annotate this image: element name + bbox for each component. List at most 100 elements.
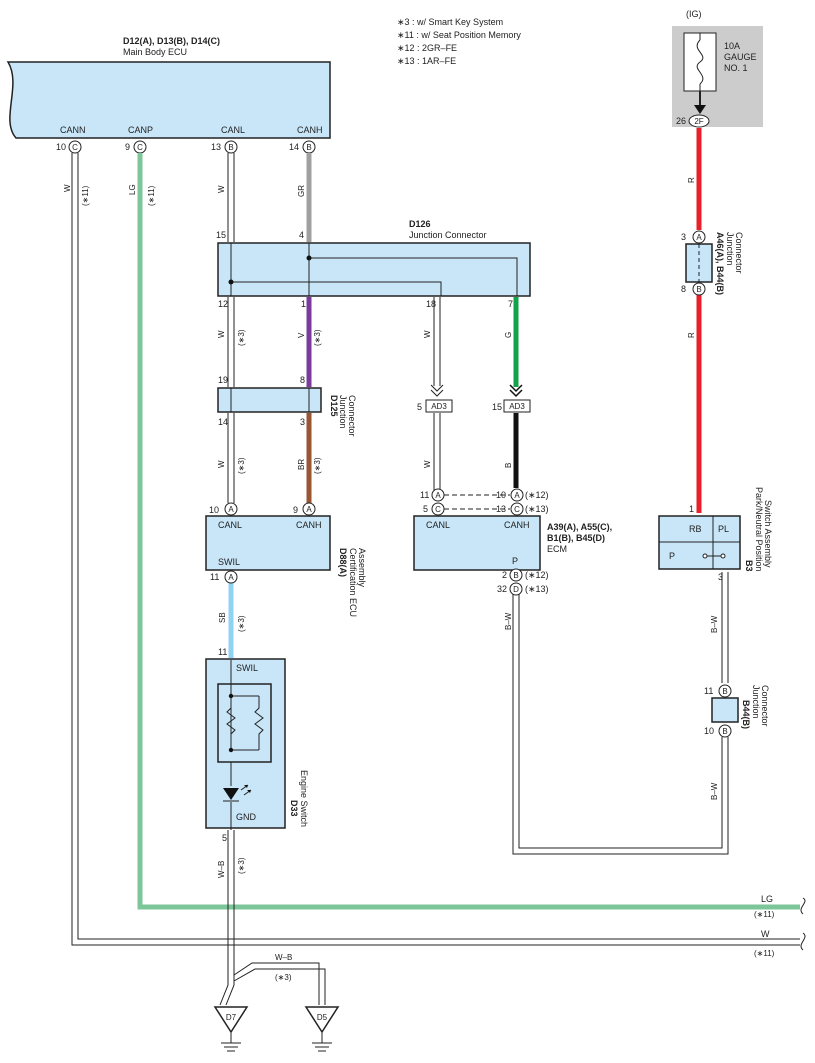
svg-text:D33: D33 [289,800,299,817]
lbl-b: B [504,463,513,468]
d33-pin-5: 5 [222,833,227,843]
lbl-bw-ecm: B–W [504,612,513,630]
d126-internal-lines [230,243,518,296]
d88-swil: SWIL [218,557,240,567]
svg-text:(∗12): (∗12) [525,570,549,580]
svg-text:W: W [217,330,226,338]
lbl-gr: GR [297,185,306,197]
svg-text:11: 11 [420,490,429,500]
svg-text:R: R [687,177,696,183]
ecm-name: ECM [547,544,567,554]
main-ecu-pin-canl: 13 B [211,140,238,154]
main-ecu-canL-label: CANL [221,125,245,135]
d125-internal-lines [230,388,310,412]
d33-pin-11: 11 [218,647,227,657]
wire-w-canl [227,153,235,242]
lbl-n11-canp: (∗11) [147,185,156,206]
svg-text:(∗3): (∗3) [237,329,246,346]
lbl-w-canl: W [217,185,226,193]
lbl-wb-d33: W–B [217,861,226,878]
svg-text:C: C [137,143,143,152]
svg-text:3: 3 [681,232,686,242]
wire-bw-loop [512,592,729,855]
d125-pin-14: 14 [218,417,228,427]
note-smart-key: ∗3 : w/ Smart Key System [397,17,503,27]
d88-pin-swil: 11 A [210,570,238,584]
d126-pin-15: 15 [216,230,226,240]
svg-text:B: B [504,463,513,468]
svg-text:11: 11 [704,686,713,696]
ad3-left: 5 AD3 [417,384,453,413]
svg-text:10: 10 [704,726,714,736]
svg-text:W: W [217,460,226,468]
d33-name: Engine Switch [299,770,309,827]
ecm-p: P [512,556,518,566]
b3-switch-icon [702,553,726,559]
svg-text:AD3: AD3 [431,402,447,411]
fuse-rating: 10A [724,41,740,51]
main-ecu-pin-cann: 10 C [56,140,82,154]
wire-lg-canp [137,153,800,910]
d125-pin-8: 8 [300,375,305,385]
d33-box [205,658,286,829]
svg-text:B: B [513,571,518,580]
b3-pin-1: 1 [689,504,694,514]
wire-w-d126-d125 [227,297,235,387]
d126-pin-7: 7 [508,299,513,309]
lbl-w-d125: W [217,460,226,468]
lbl-n11-w-right: (∗11) [754,949,775,958]
svg-text:(∗3): (∗3) [237,457,246,474]
svg-text:Engine Switch: Engine Switch [299,770,309,827]
svg-text:D88(A): D88(A) [338,548,348,577]
lbl-n3-a: (∗3) [237,329,246,346]
svg-text:15: 15 [492,402,502,412]
d125-name-1: Junction [338,395,348,429]
lbl-n3-c: (∗3) [237,457,246,474]
lbl-w-cann: W [63,184,72,192]
d33-swil: SWIL [236,663,258,673]
main-ecu-pin-canp: 9 C [125,140,147,154]
d126-code: D126 [409,219,431,229]
break-mark-lg [800,897,806,915]
fuse-pin-num: 26 [676,116,686,126]
svg-text:Assembly: Assembly [357,548,367,588]
wire-bw-b3-b44 [721,572,729,683]
svg-text:14: 14 [289,142,299,152]
svg-text:B: B [722,727,727,736]
ecm-box [413,515,541,571]
svg-text:B–W: B–W [710,782,719,800]
svg-text:Junction: Junction [751,685,761,719]
d88-pins-top: 10 A 9 A [209,502,316,516]
lbl-br: BR [297,459,306,470]
note-2gr: ∗12 : 2GR–FE [397,43,457,53]
fuse-pin-2f [688,114,710,128]
svg-text:A: A [228,573,234,582]
lbl-n3-e: (∗3) [237,615,246,632]
svg-text:10: 10 [209,505,219,515]
svg-text:W: W [423,460,432,468]
main-ecu-canH-label: CANH [297,125,323,135]
svg-text:Connector: Connector [347,395,357,437]
lbl-v: V [297,332,306,338]
main-body-ecu-box [6,61,331,139]
b3-pin-3: 3 [718,572,723,582]
ground-d5: D5 [304,1006,340,1052]
svg-text:2F: 2F [694,117,703,126]
svg-text:C: C [72,143,78,152]
lbl-w-d126: W [217,330,226,338]
b44-connector: 11 B 10 B [704,684,739,738]
svg-text:W: W [423,330,432,338]
svg-text:A: A [228,505,234,514]
note-1ar: ∗13 : 1AR–FE [397,56,456,66]
svg-text:B: B [306,143,311,152]
svg-text:BR: BR [297,459,306,470]
d125-name-2: Connector [347,395,357,437]
ecm-code-1: A39(A), A55(C), [547,522,612,532]
b3-pl: PL [718,524,729,534]
svg-text:11: 11 [210,572,219,582]
lbl-n11-cann: (∗11) [81,185,90,206]
lbl-w-18: W [423,330,432,338]
svg-text:13: 13 [496,504,506,514]
svg-text:32: 32 [497,584,507,594]
svg-text:A46(A), B44(B): A46(A), B44(B) [715,232,725,295]
